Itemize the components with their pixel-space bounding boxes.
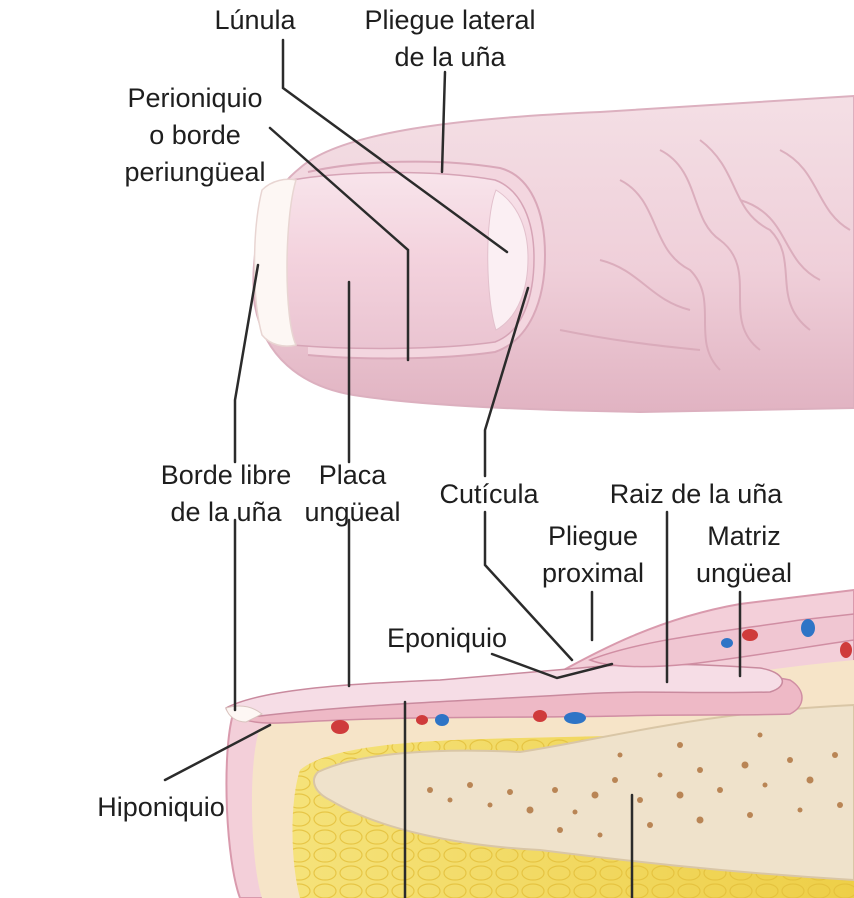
label-cuticle: Cutícula [439, 479, 539, 509]
label-eponychium: Eponiquio [386, 623, 508, 653]
leader-eponychium [490, 652, 614, 680]
distal-phalanx-bone [313, 703, 854, 882]
blood-vessels [331, 619, 852, 734]
lunula-shape [487, 189, 529, 331]
leader-lunula [281, 38, 509, 254]
label-nail-plate: Placa ungüeal [304, 460, 401, 527]
nail-cross-section [225, 588, 854, 898]
label-lunula: Lúnula [214, 5, 296, 35]
label-lateral-nail-fold: Pliegue lateral de la uña [364, 5, 536, 72]
finger-wrinkles [559, 139, 851, 371]
leader-hyponychium [163, 723, 272, 782]
leader-lines [163, 38, 742, 898]
label-nail-matrix: Matriz ungüeal [695, 521, 793, 588]
leader-cuticle-bottom [483, 510, 574, 662]
leader-perionychium [268, 126, 410, 362]
fingertip-external-view [252, 94, 854, 414]
free-edge-top [253, 178, 298, 347]
label-free-edge: Borde libre de la uña [160, 460, 292, 527]
leader-lateral-fold [440, 70, 447, 174]
nail-plate-section [225, 663, 783, 718]
label-nail-root: Raiz de la uña [609, 479, 783, 509]
bone-pores [427, 732, 843, 838]
leader-cuticle-top [483, 286, 530, 478]
label-hyponychium: Hiponiquio [97, 792, 225, 822]
leader-free-edge [233, 263, 260, 464]
label-perionychium: Perioniquio o borde periungüeal [124, 83, 266, 187]
label-proximal-fold: Pliegue proximal [541, 521, 645, 588]
